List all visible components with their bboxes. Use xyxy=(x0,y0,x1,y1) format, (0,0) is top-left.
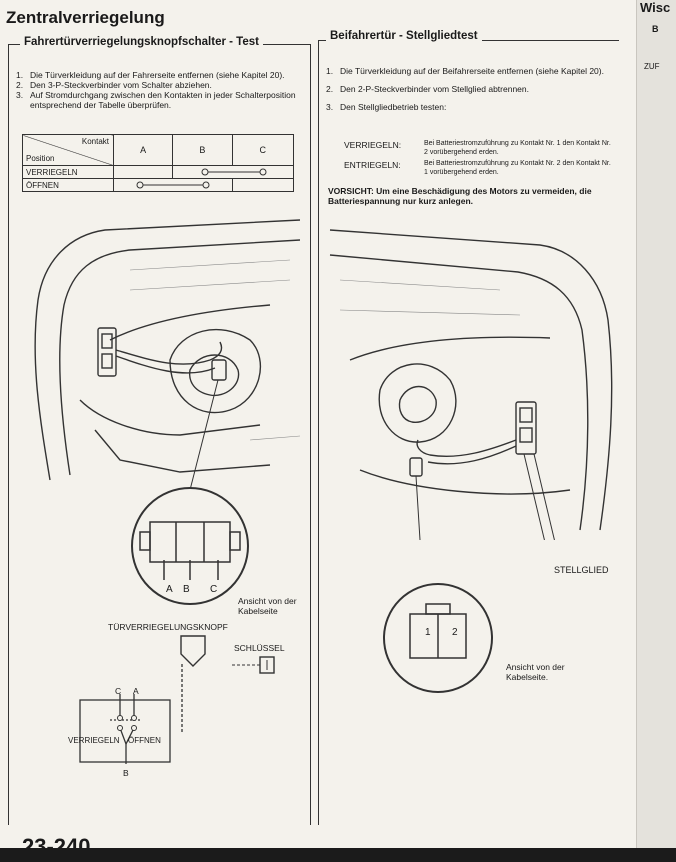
pin-label-b: B xyxy=(183,584,190,595)
switch-label-a: A xyxy=(133,686,139,696)
key-label: SCHLÜSSEL xyxy=(234,643,285,653)
continuity-line-lock xyxy=(201,168,267,176)
list-item: 3.Auf Stromdurchgang zwischen den Kontak… xyxy=(16,90,296,110)
right-steps: 1.Die Türverkleidung auf der Beifahrerse… xyxy=(326,66,606,112)
table-col-header: C xyxy=(231,134,294,166)
door-lock-knob-icon xyxy=(180,635,206,667)
passenger-door-illustration xyxy=(329,229,613,540)
pin-label-2: 2 xyxy=(452,627,458,638)
left-connector-caption: Ansicht von der Kabelseite xyxy=(238,596,297,616)
list-item: 1.Die Türverkleidung auf der Beifahrerse… xyxy=(326,66,604,76)
list-item: 2.Den 2-P-Steckverbinder vom Stellglied … xyxy=(326,84,529,94)
list-item: 1.Die Türverkleidung auf der Fahrerseite… xyxy=(16,70,285,80)
table-col-header: B xyxy=(172,134,233,166)
mode-unlock-label: ENTRIEGELN: xyxy=(344,160,401,170)
pin-label-a: A xyxy=(166,584,173,595)
right-connector-caption: Ansicht von der Kabelseite. xyxy=(506,662,565,682)
mode-unlock-text: Bei Batteriestromzuführung zu Kontakt Nr… xyxy=(424,160,611,176)
table-row: VERRIEGELN xyxy=(22,165,294,179)
list-item: 2.Den 3-P-Steckverbinder vom Schalter ab… xyxy=(16,80,212,90)
pin-label-c: C xyxy=(210,584,218,595)
knob-label: TÜRVERRIEGELUNGSKNOPF xyxy=(108,622,228,632)
left-section-title: Fahrertürverriegelungsknopfschalter - Te… xyxy=(20,36,263,48)
switch-label-b: B xyxy=(123,768,129,778)
key-icon xyxy=(232,656,275,674)
continuity-line-open xyxy=(136,181,210,189)
list-item: 3.Den Stellgliedbetrieb testen: xyxy=(326,102,447,112)
switch-label-open: ÖFFNEN xyxy=(128,736,161,745)
mode-lock-label: VERRIEGELN: xyxy=(344,140,402,150)
table-header-corner: Kontakt Position xyxy=(22,134,114,166)
adjacent-page-title: Wisc xyxy=(640,0,671,15)
continuity-table: Kontakt Position A B C VERRIEGELN ÖFFNEN xyxy=(22,134,294,192)
switch-label-c: C xyxy=(115,686,122,696)
table-row: ÖFFNEN xyxy=(22,178,294,192)
caution-note: VORSICHT: Um eine Beschädigung des Motor… xyxy=(328,186,592,206)
switch-schematic xyxy=(79,664,183,764)
switch-label-lock: VERRIEGELN xyxy=(68,736,120,745)
adjacent-page-section: B xyxy=(652,24,659,34)
driver-door-illustration xyxy=(34,219,301,490)
page-title: Zentralverriegelung xyxy=(6,8,165,27)
adjacent-page-text: ZUF xyxy=(644,62,660,71)
actuator-label: STELLGLIED xyxy=(554,565,609,575)
actuator-connector-view xyxy=(383,583,493,693)
bottom-band xyxy=(0,848,676,862)
pin-label-1: 1 xyxy=(425,627,431,638)
table-col-header: A xyxy=(112,134,174,166)
right-section-title: Beifahrertür - Stellgliedtest xyxy=(326,30,482,42)
switch-connector-view xyxy=(131,487,249,605)
mode-lock-text: Bei Batteriestromzuführung zu Kontakt Nr… xyxy=(424,140,611,156)
adjacent-page-strip xyxy=(636,0,676,848)
left-steps: 1.Die Türverkleidung auf der Fahrerseite… xyxy=(16,70,301,110)
